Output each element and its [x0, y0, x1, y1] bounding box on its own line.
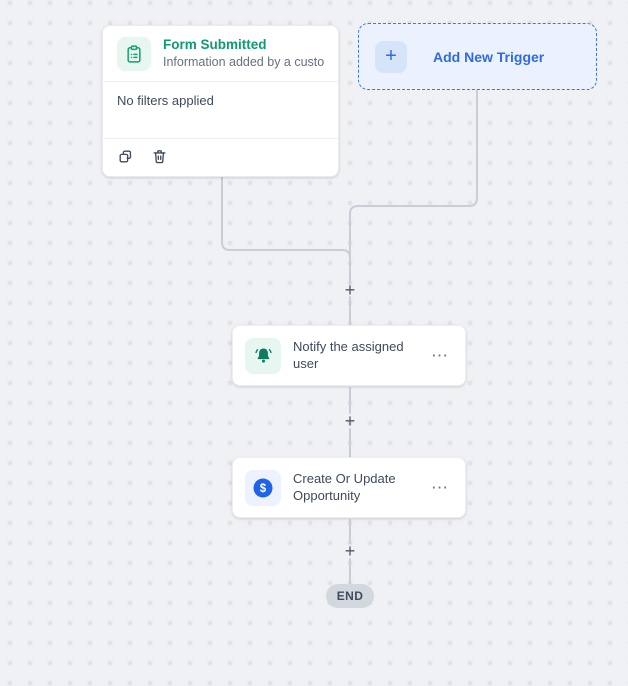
add-action-button-2[interactable]: + [340, 411, 360, 431]
more-options-button[interactable]: ⋯ [427, 345, 453, 366]
trash-icon [151, 148, 168, 168]
trigger-card-header[interactable]: Form Submitted Information added by a cu… [103, 26, 338, 82]
trigger-card-footer [103, 139, 338, 177]
more-options-button[interactable]: ⋯ [427, 477, 453, 498]
add-action-button-1[interactable]: + [340, 280, 360, 300]
bell-icon [245, 337, 281, 374]
plus-icon: + [344, 541, 356, 561]
ellipsis-icon: ⋯ [431, 346, 449, 365]
trigger-card[interactable]: Form Submitted Information added by a cu… [102, 25, 339, 177]
dollar-circle-icon: $ [245, 469, 281, 506]
action-title: Create Or Update Opportunity [293, 470, 396, 503]
no-filters-label: No filters applied [117, 93, 214, 108]
duplicate-trigger-button[interactable] [113, 146, 137, 170]
plus-chip: + [375, 40, 407, 73]
plus-icon: + [344, 411, 356, 431]
svg-text:$: $ [260, 483, 267, 495]
end-label: END [336, 589, 364, 603]
ellipsis-icon: ⋯ [431, 478, 449, 497]
end-badge: END [326, 584, 374, 608]
copy-icon [117, 148, 134, 168]
add-new-trigger-button[interactable]: + Add New Trigger [358, 23, 597, 90]
trigger-filters-section[interactable]: No filters applied [103, 82, 338, 139]
plus-icon: + [344, 280, 356, 300]
plus-icon: + [385, 44, 397, 67]
delete-trigger-button[interactable] [147, 146, 171, 170]
add-new-trigger-label: Add New Trigger [433, 48, 545, 65]
action-card-notify[interactable]: Notify the assigned user ⋯ [232, 325, 466, 386]
action-card-opportunity[interactable]: $ Create Or Update Opportunity ⋯ [232, 457, 466, 518]
trigger-subtitle: Information added by a custo... [163, 55, 324, 70]
add-action-button-3[interactable]: + [340, 541, 360, 561]
clipboard-list-icon [117, 36, 151, 71]
trigger-title: Form Submitted [163, 36, 267, 52]
action-title: Notify the assigned user [293, 338, 404, 371]
